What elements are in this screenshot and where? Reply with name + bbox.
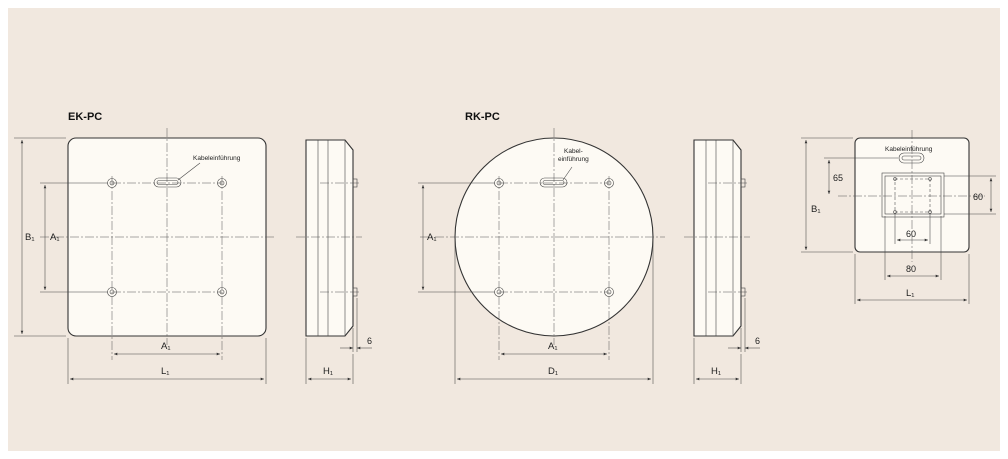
technical-drawing: EK-PC Kabeleinführung B₁ A₁ [14,111,996,384]
rk-cable-entry-label-2: einführung [558,156,589,163]
rk-cable-leader [562,166,573,181]
ek-six-label: 6 [367,336,372,346]
ek-side-screw-bottom [352,287,358,297]
ek-cable-entry-label: Kabeleinführung [193,155,241,162]
rk-side-outline [693,139,742,337]
detail-l1-label: L₁ [906,288,915,299]
detail-view-group: Kabeleinführung B₁ 65 60 60 [801,130,996,304]
ek-l1-label: L₁ [161,366,170,377]
detail-b1-label: B₁ [811,204,821,215]
ek-side-screw-top [352,178,358,188]
ek-cable-leader [177,162,201,181]
rk-a1-horizontal-label: A₁ [548,341,558,352]
ek-a1-horizontal-label: A₁ [161,341,171,352]
ek-pc-title: EK-PC [68,111,102,123]
rk-cable-entry-label-1: Kabel- [564,148,583,155]
detail-cable-slot [898,152,925,164]
ek-side-outline [305,139,354,337]
rk-cable-slot [539,177,568,188]
detail-holes [893,177,932,214]
rk-h1-label: H₁ [711,366,721,377]
rk-six-label: 6 [755,336,760,346]
detail-opening-outer [881,172,945,218]
detail-cable-entry-label: Kabeleinführung [885,146,933,153]
detail-80-label: 80 [906,264,916,274]
detail-opening-inner [884,175,942,215]
ek-h1-label: H₁ [323,366,333,377]
detail-cable-slot-inner [901,155,922,161]
detail-65-label: 65 [833,173,843,183]
detail-60-horizontal-label: 60 [906,229,916,239]
ek-cable-slot [153,177,182,188]
rk-a1-vertical-label: A₁ [427,232,437,243]
drawing-sheet: EK-PC Kabeleinführung B₁ A₁ [8,8,1000,451]
rk-side-screw-bottom [740,287,746,297]
rk-d1-label: D₁ [548,366,558,377]
detail-hole-pattern [894,178,931,213]
ek-a1-vertical-label: A₁ [50,232,60,243]
ek-cable-slot-inner [156,180,179,185]
rk-side-screw-top [740,178,746,188]
rk-pc-title: RK-PC [465,111,500,123]
detail-60-vertical-label: 60 [973,192,983,202]
ek-b1-label: B₁ [25,232,35,243]
ek-pc-group: EK-PC Kabeleinführung B₁ A₁ [14,111,372,384]
rk-cable-slot-inner [542,180,565,185]
rk-pc-group: RK-PC Kabel- einführung A₁ A₁ D₁ [418,111,760,384]
